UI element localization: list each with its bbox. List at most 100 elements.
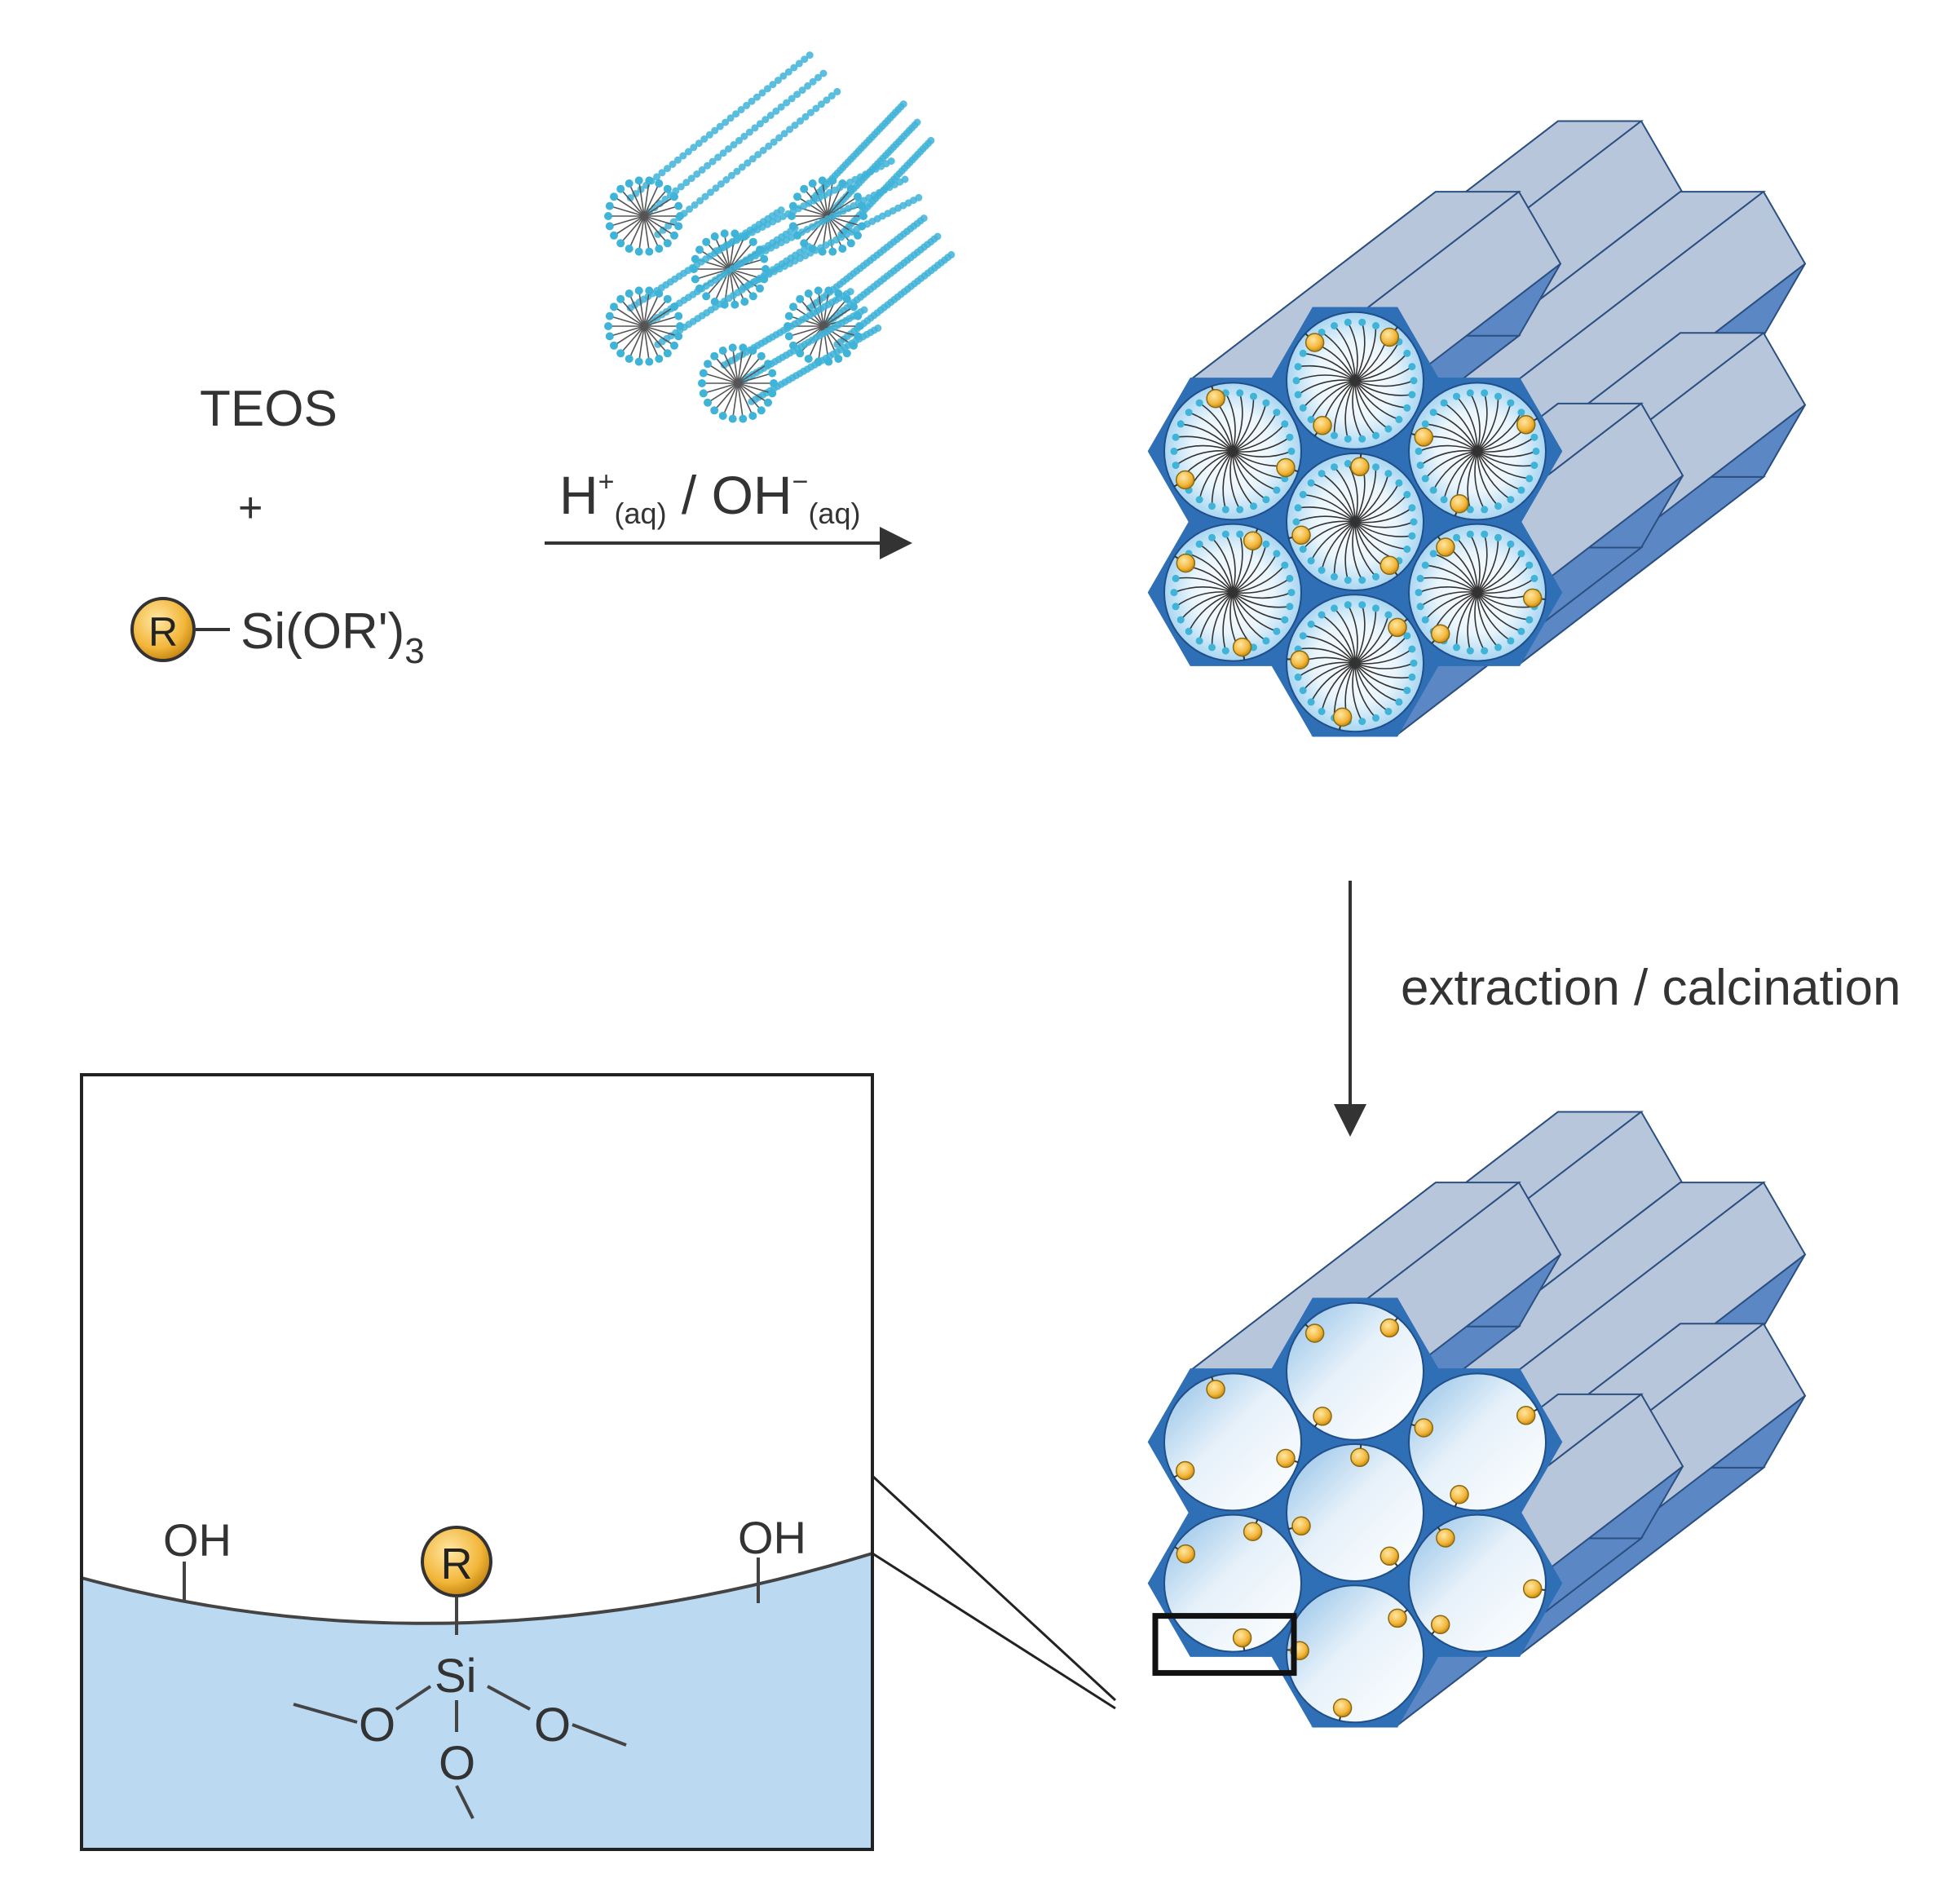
surfactant-tail xyxy=(1354,473,1389,523)
surfactant-head xyxy=(1530,462,1538,470)
surfactant-head xyxy=(833,87,841,95)
surfactant-head xyxy=(1286,603,1294,611)
surfactant-tail xyxy=(638,180,645,217)
organic-group xyxy=(1516,1406,1536,1425)
surfactant-tail xyxy=(713,382,739,411)
surface-inset: OH OH R Si O O O xyxy=(80,1073,874,1851)
surfactant-head xyxy=(695,245,704,254)
surfactant-head xyxy=(655,355,664,363)
surfactant-tail xyxy=(1232,392,1243,452)
surfactant-head xyxy=(759,147,767,154)
surfactant-tail xyxy=(1419,591,1478,608)
surfactant-head xyxy=(1403,349,1411,357)
surfactant-tail xyxy=(1352,380,1363,440)
surfactant-head xyxy=(670,341,678,350)
surfactant-head xyxy=(899,100,907,108)
surfactant-tail xyxy=(1344,521,1356,581)
surfactant-head xyxy=(1408,363,1416,371)
surfactant-tail xyxy=(1354,380,1400,421)
surfactant-head xyxy=(645,176,654,185)
surfactant-head xyxy=(634,286,643,295)
surfactant-head xyxy=(670,192,678,201)
surfactant-head xyxy=(663,239,672,248)
surfactant-head xyxy=(756,120,764,128)
surfactant-head xyxy=(710,232,719,241)
surfactant-head xyxy=(765,142,773,150)
micelle-template xyxy=(604,51,956,423)
surfactant-tail xyxy=(1467,451,1478,510)
surfactant-tail xyxy=(638,325,645,362)
surfactant-head xyxy=(605,332,614,341)
surfactant-head xyxy=(805,242,813,250)
surfactant-head xyxy=(1358,601,1366,609)
surfactant-tail xyxy=(737,347,744,384)
surfactant-tail xyxy=(1302,521,1356,550)
surfactant-head xyxy=(645,247,654,256)
zoom-line-top xyxy=(871,1474,1117,1702)
surfactant-head xyxy=(738,163,746,171)
surfactant-head xyxy=(808,179,817,188)
surfactant-head xyxy=(728,414,737,423)
surfactant-head xyxy=(726,114,735,122)
surfactant-head xyxy=(1421,420,1429,428)
surfactant-tail xyxy=(1419,577,1478,594)
organic-group xyxy=(1436,1528,1455,1548)
surfactant-head xyxy=(846,288,854,296)
surfactant-tail xyxy=(1232,564,1286,594)
surfactant-tail xyxy=(643,215,651,252)
surfactant-tail xyxy=(1477,451,1499,507)
surfactant-tail xyxy=(1232,592,1285,621)
surfactant-head xyxy=(1358,318,1366,326)
surfactant-head xyxy=(798,86,806,95)
inset-r-group xyxy=(421,1526,492,1597)
surfactant-tail xyxy=(705,241,731,270)
surfactant-head xyxy=(711,126,719,135)
surfactant-head xyxy=(804,355,813,363)
surfactant-tail xyxy=(1419,449,1478,466)
surfactant-head xyxy=(1273,409,1281,417)
surfactant-tail xyxy=(1310,662,1356,703)
surfactant-head xyxy=(653,173,661,181)
micelle-rod xyxy=(604,51,841,256)
surfactant-head xyxy=(735,136,743,144)
surfactant-head xyxy=(1236,389,1244,397)
surfactant-tail xyxy=(643,215,669,244)
pore xyxy=(1408,1372,1547,1512)
surfactant-tail xyxy=(729,268,746,303)
surfactant-tail xyxy=(1175,577,1234,594)
pore-wall xyxy=(1286,1301,1424,1441)
surfactant-head xyxy=(1299,546,1307,553)
surfactant-head xyxy=(947,250,956,258)
surfactant-head xyxy=(670,303,678,311)
surfactant-head xyxy=(722,176,731,183)
surfactant-head xyxy=(1281,561,1289,569)
surfactant-head xyxy=(775,134,784,142)
surfactant-head xyxy=(764,360,772,369)
surfactant-head xyxy=(748,155,757,163)
surfactant-tail xyxy=(1354,352,1408,382)
surfactant-tail xyxy=(1354,322,1366,382)
extraction-arrow: extraction / calcination xyxy=(1334,881,1900,1137)
surfactant-head xyxy=(674,311,683,320)
surfactant-tail xyxy=(620,188,645,217)
surfactant-tail xyxy=(1477,592,1522,633)
pore xyxy=(1163,1372,1302,1512)
surfactant-head xyxy=(610,192,618,201)
organic-group xyxy=(1176,1544,1196,1564)
surfactant-tail xyxy=(620,298,645,327)
surfactant-head xyxy=(1416,462,1424,470)
surfactant-tail xyxy=(1467,592,1478,652)
pore xyxy=(1408,382,1547,521)
surfactant-head xyxy=(1429,550,1437,558)
surfactant-tail xyxy=(1232,396,1255,452)
organic-group xyxy=(1516,415,1536,435)
surfactant-head xyxy=(846,239,855,248)
surfactant-head xyxy=(768,389,777,398)
surfactant-head xyxy=(1507,540,1515,548)
surfactant-tail xyxy=(1310,521,1356,562)
surfactant-tail xyxy=(699,249,731,270)
surfactant-head xyxy=(1403,491,1411,498)
surfactant-head xyxy=(714,153,722,161)
surfactant-head xyxy=(1507,496,1515,504)
surfactant-tail xyxy=(1477,592,1512,642)
